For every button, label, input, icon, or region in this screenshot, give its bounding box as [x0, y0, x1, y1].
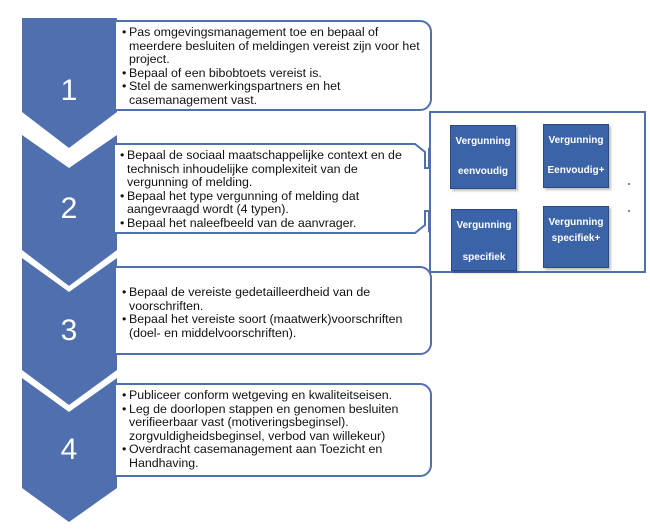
step-2-bullet: Bepaal het naleefbeeld van de aanvrager.	[120, 216, 416, 231]
tile-vergunning-eenvoudig: Vergunning eenvoudig	[450, 125, 516, 189]
step-1-box: Pas omgevingsmanagement toe en bepaal of…	[114, 20, 432, 111]
chevron-step-4	[22, 378, 117, 522]
step-4-box: Publiceer conform wetgeving en kwaliteit…	[114, 383, 432, 477]
step-4-bullet: Leg de doorlopen stappen en genomen besl…	[122, 402, 422, 444]
tile-vergunning-specifiek: Vergunning specifiek	[451, 209, 517, 271]
tile-vergunning-specifiek-plus: Vergunning specifiek+	[543, 206, 609, 268]
step-3-bullet: Bepaal de vereiste gedetailleerdheid van…	[122, 285, 422, 313]
tile-vergunning-eenvoudig-plus: Vergunning Eenvoudig+	[543, 124, 609, 188]
step-1-bullet: Bepaal of een bibobtoets vereist is.	[122, 66, 422, 81]
chevron-step-3	[22, 258, 117, 405]
step-2-box: Bepaal de sociaal maatschappelijke conte…	[114, 145, 424, 233]
step-3-box: Bepaal de vereiste gedetailleerdheid van…	[114, 266, 432, 355]
step-1-number: 1	[60, 74, 78, 107]
step-2-bullet: Bepaal de sociaal maatschappelijke conte…	[120, 148, 416, 190]
step-3-number: 3	[60, 314, 78, 347]
step-2-number: 2	[60, 192, 78, 225]
step-2-bullet: Bepaal het type vergunning of melding da…	[120, 189, 416, 217]
chevron-step-1	[22, 18, 117, 148]
step-4-bullet: Publiceer conform wetgeving en kwaliteit…	[122, 388, 422, 403]
decorative-dot	[628, 183, 630, 185]
decorative-dot	[628, 210, 630, 212]
step-4-bullet: Overdracht casemanagement aan Toezicht e…	[122, 443, 422, 470]
step-1-bullet: Pas omgevingsmanagement toe en bepaal of…	[122, 25, 422, 67]
step-3-bullet: Bepaal het vereiste soort (maatwerk)voor…	[122, 312, 422, 340]
step-1-bullet: Stel de samenwerkingspartners en het cas…	[122, 80, 422, 107]
chevron-step-2	[22, 135, 117, 286]
step-4-number: 4	[60, 433, 78, 466]
